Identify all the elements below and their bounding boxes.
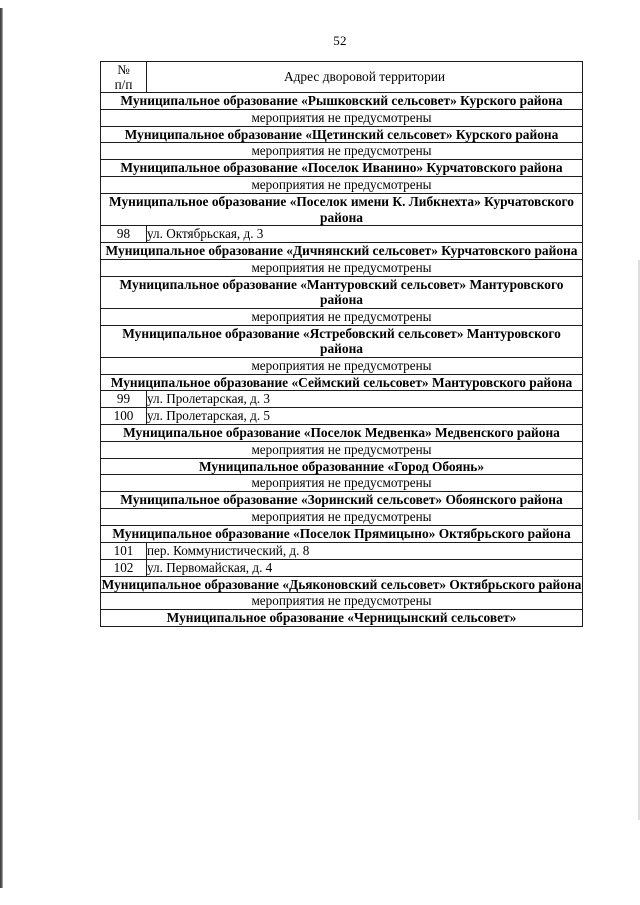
table-row-municipality: Муниципальное образование «Дьяконовский …: [100, 575, 583, 594]
municipality-heading-cell: Муниципальное образование «Поселок Медве…: [100, 424, 583, 442]
table-row-municipality: Муниципальное образование «Зоринский сел…: [100, 491, 583, 509]
header-cell-number: № п/п: [100, 60, 147, 94]
municipality-heading-cell: Муниципальное образование «Поселок имени…: [100, 192, 583, 227]
row-address-cell: ул. Пролетарская, д. 3: [146, 390, 583, 409]
municipality-heading-cell: Муниципальное образование «Поселок Прями…: [100, 525, 583, 543]
municipality-heading-cell: Муниципальное образование «Зоринский сел…: [100, 491, 583, 509]
courtyard-address-table: № п/п Адрес дворовой территории Муниципа…: [100, 60, 583, 627]
table-row-municipality: Муниципальное образование «Черницынский …: [100, 609, 583, 627]
no-measures-cell: мероприятия не предусмотрены: [100, 307, 583, 326]
table-row-no-measures: мероприятия не предусмотрены: [100, 474, 583, 493]
no-measures-cell: мероприятия не предусмотрены: [100, 258, 583, 277]
row-number-cell: 98: [100, 225, 147, 244]
municipality-heading-cell: Муниципальное образование «Дичнянский се…: [100, 242, 583, 260]
row-number-cell: 101: [100, 541, 147, 560]
table-row-no-measures: мероприятия не предусмотрены: [100, 440, 583, 459]
table-row-no-measures: мероприятия не предусмотрены: [100, 258, 583, 277]
row-number-cell: 99: [100, 390, 147, 409]
no-measures-cell: мероприятия не предусмотрены: [100, 175, 583, 194]
table-row-municipality: Муниципальное образование «Ястребовский …: [100, 324, 583, 358]
table-row-municipality: Муниципальное образование «Сеймский сель…: [100, 373, 583, 392]
row-address-cell: ул. Октябрьская, д. 3: [146, 225, 583, 244]
row-address-cell: ул. Пролетарская, д. 5: [146, 407, 583, 426]
row-address-cell: ул. Первомайская, д. 4: [146, 558, 583, 577]
table-row-municipality: Муниципальное образование «Дичнянский се…: [100, 242, 583, 260]
table-row-municipality: Муниципальное образование «Поселок Прями…: [100, 525, 583, 543]
table-row-municipality: Муниципальное образованние «Город Обоянь…: [100, 457, 583, 476]
municipality-heading-cell: Муниципальное образование «Рышковский се…: [100, 92, 583, 110]
table-row-municipality: Муниципальное образование «Поселок Медве…: [100, 424, 583, 442]
scan-edge-artifact-left: [0, 8, 3, 888]
municipality-heading-cell: Муниципальное образование «Черницынский …: [100, 609, 583, 627]
table-row-municipality: Муниципальное образование «Поселок имени…: [100, 192, 583, 227]
municipality-heading-cell: Муниципальное образование «Щетинский сел…: [100, 125, 583, 144]
no-measures-cell: мероприятия не предусмотрены: [100, 592, 583, 611]
municipality-heading-cell: Муниципальное образование «Ястребовский …: [100, 324, 583, 358]
table-row-municipality: Муниципальное образование «Щетинский сел…: [100, 125, 583, 144]
no-measures-cell: мероприятия не предусмотрены: [100, 142, 583, 161]
no-measures-cell: мероприятия не предусмотрены: [100, 474, 583, 493]
row-number-cell: 100: [100, 407, 147, 426]
municipality-heading-cell: Муниципальное образование «Поселок Ивани…: [100, 159, 583, 177]
no-measures-cell: мероприятия не предусмотрены: [100, 508, 583, 526]
page-number: 52: [333, 33, 347, 48]
no-measures-cell: мероприятия не предусмотрены: [100, 356, 583, 375]
table-row-no-measures: мероприятия не предусмотрены: [100, 508, 583, 526]
municipality-heading-cell: Муниципальное образование «Дьяконовский …: [100, 575, 583, 594]
table-row-no-measures: мероприятия не предусмотрены: [100, 142, 583, 161]
municipality-heading-cell: Муниципальное образованние «Город Обоянь…: [100, 457, 583, 476]
municipality-heading-cell: Муниципальное образование «Сеймский сель…: [100, 373, 583, 392]
table-row-no-measures: мероприятия не предусмотрены: [100, 108, 583, 127]
municipality-heading-cell: Муниципальное образование «Мантуровский …: [100, 275, 583, 309]
table-row-municipality: Муниципальное образование «Поселок Ивани…: [100, 159, 583, 177]
header-cell-address: Адрес дворовой территории: [146, 60, 583, 94]
table-row-municipality: Муниципальное образование «Мантуровский …: [100, 275, 583, 309]
scan-edge-artifact-right: [638, 260, 640, 820]
address-table-container: № п/п Адрес дворовой территории Муниципа…: [100, 60, 583, 627]
table-row-no-measures: мероприятия не предусмотрены: [100, 356, 583, 375]
row-address-cell: пер. Коммунистический, д. 8: [146, 541, 583, 560]
table-header-row: № п/п Адрес дворовой территории: [100, 60, 583, 94]
header-number-line-1: №: [117, 62, 130, 77]
table-row-no-measures: мероприятия не предусмотрены: [100, 592, 583, 611]
table-row-municipality: Муниципальное образование «Рышковский се…: [100, 92, 583, 110]
header-number-line-2: п/п: [114, 77, 133, 93]
table-body: № п/п Адрес дворовой территории Муниципа…: [100, 60, 583, 627]
table-row-no-measures: мероприятия не предусмотрены: [100, 175, 583, 194]
no-measures-cell: мероприятия не предусмотрены: [100, 108, 583, 127]
row-number-cell: 102: [100, 558, 147, 577]
table-row-no-measures: мероприятия не предусмотрены: [100, 307, 583, 326]
no-measures-cell: мероприятия не предусмотрены: [100, 440, 583, 459]
